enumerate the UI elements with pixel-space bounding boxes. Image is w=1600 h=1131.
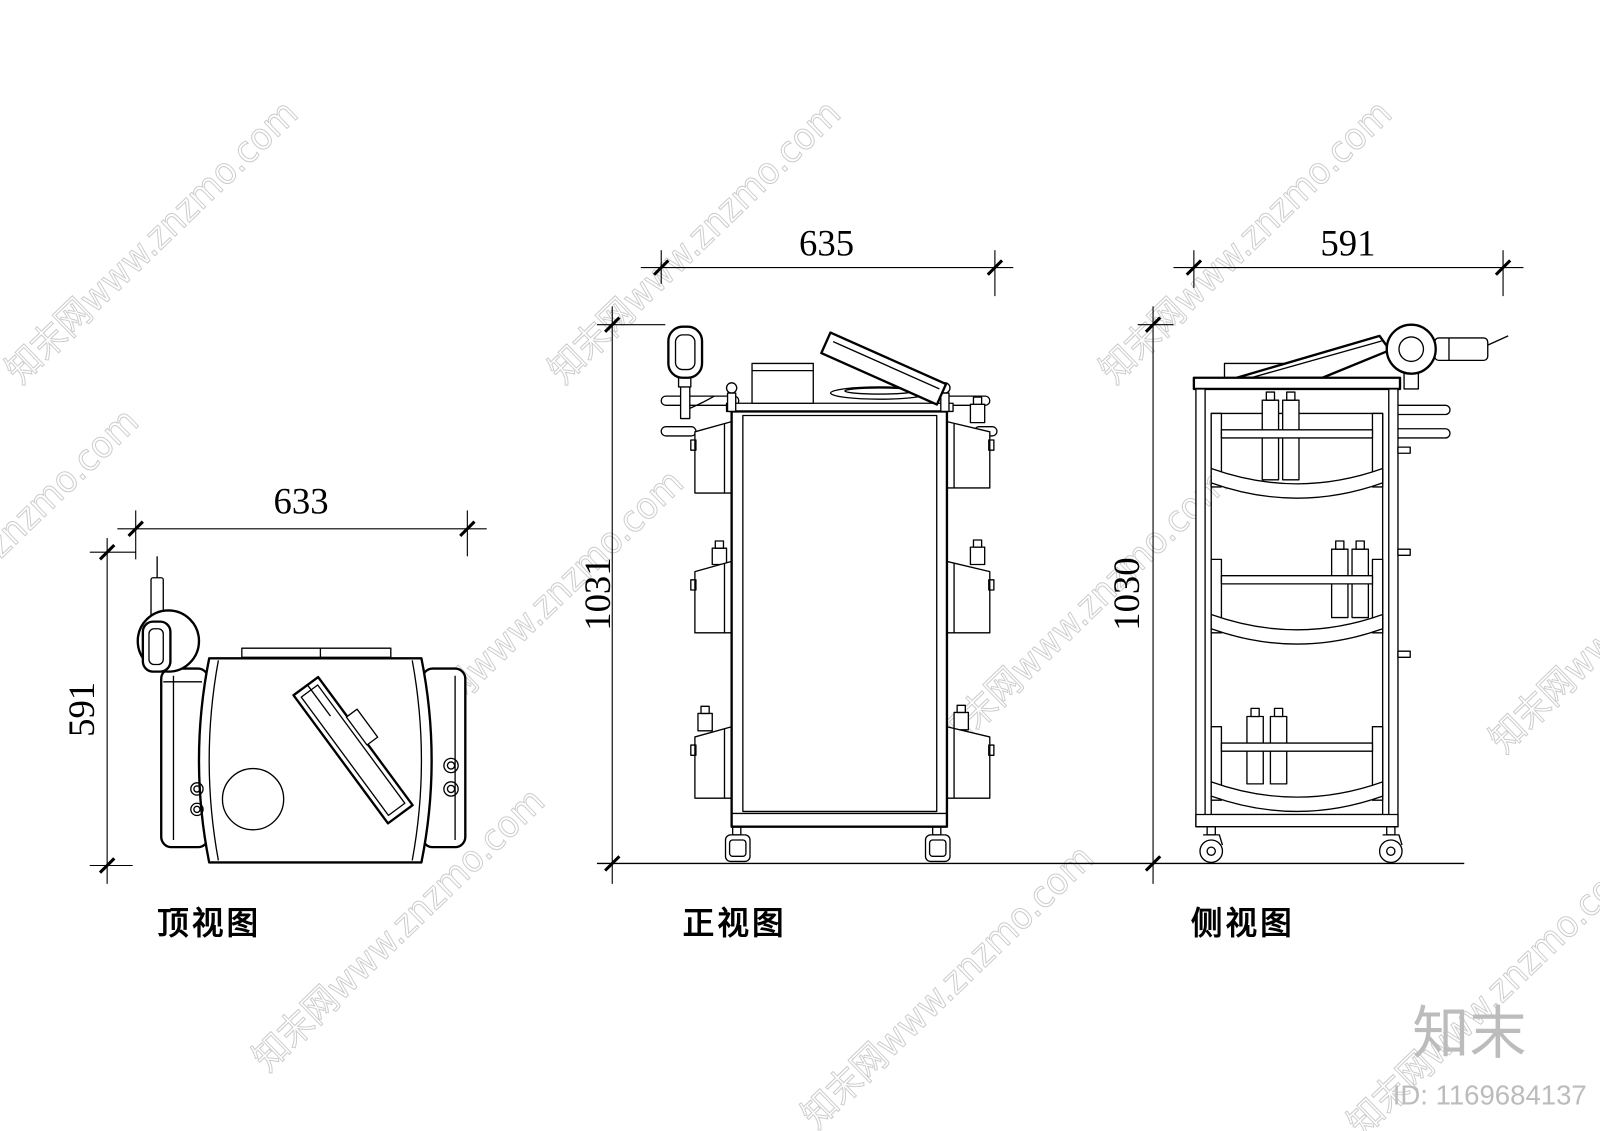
base-plate	[730, 812, 948, 828]
side-basket-upper	[1210, 391, 1384, 499]
caster-left	[1199, 826, 1224, 864]
caster-right	[1378, 826, 1403, 864]
top-view-depth-value: 591	[61, 682, 102, 737]
top-view-title: 顶视图	[157, 906, 261, 942]
top-view-width-value: 633	[273, 480, 328, 521]
handpiece-top	[136, 556, 201, 673]
top-rail	[241, 647, 392, 659]
left-basket-lower	[690, 705, 733, 799]
handpiece-front	[667, 325, 715, 420]
brand-id: ID: 1169684137	[1393, 1079, 1587, 1110]
control-knobs-left	[190, 782, 204, 817]
right-basket-upper	[946, 396, 995, 489]
side-basket-middle	[1210, 540, 1384, 645]
top-plate	[1192, 376, 1402, 391]
control-knobs-right	[443, 757, 459, 797]
front-view-height-dimension: 1031	[577, 306, 666, 884]
top-plate	[725, 402, 954, 413]
left-basket-middle	[690, 540, 733, 634]
top-view-depth-dimension: 591	[61, 537, 136, 884]
trolley-body-outline	[197, 657, 433, 864]
side-view-trolley	[1192, 323, 1509, 864]
side-view-height-value: 1030	[1106, 557, 1147, 630]
tilted-tool-tray	[292, 675, 414, 825]
storage-box	[751, 362, 814, 404]
front-panel	[742, 414, 938, 813]
bottle	[953, 711, 970, 731]
side-view-height-dimension: 1030	[1106, 306, 1174, 884]
side-handle-upper	[1392, 404, 1451, 416]
bottle	[697, 712, 713, 732]
right-post	[1388, 388, 1399, 828]
brand-logo: 知末	[1412, 1001, 1526, 1067]
front-view-trolley	[660, 325, 998, 863]
bottle	[711, 547, 728, 566]
bottle	[1261, 399, 1280, 481]
front-view-height-value: 1031	[577, 557, 618, 630]
right-basket-middle	[946, 539, 995, 634]
wheel-left	[724, 826, 751, 863]
bottle	[969, 403, 986, 424]
left-post	[1195, 388, 1206, 828]
front-view-title: 正视图	[683, 906, 787, 942]
handle-bar-left-lower	[660, 426, 697, 437]
front-view-width-value: 635	[799, 222, 854, 263]
base-rail	[1195, 813, 1399, 828]
wheel-right	[924, 826, 951, 863]
top-view-trolley	[136, 556, 467, 864]
side-view-title: 侧视图	[1191, 906, 1295, 942]
watermark-text: 知末网www.znzmo.com	[0, 400, 147, 700]
bottle	[1281, 399, 1300, 481]
frame-outline	[730, 410, 949, 828]
right-basket-lower	[946, 704, 995, 799]
front-view-width-dimension: 635	[640, 222, 1014, 297]
side-handle-lower	[1392, 428, 1451, 439]
side-view-width-value: 591	[1320, 222, 1375, 263]
tilted-tool-tray-front	[820, 331, 948, 406]
top-view-width-dimension: 633	[117, 480, 487, 560]
side-view-width-dimension: 591	[1173, 222, 1524, 297]
round-dish	[221, 767, 285, 831]
side-top-equipment	[1223, 323, 1509, 390]
side-knobs	[1397, 446, 1411, 658]
watermark-text: 知末网www.znzmo.com	[1481, 461, 1600, 761]
bottle	[969, 546, 986, 566]
watermark-text: 知末网www.znzmo.com	[793, 836, 1102, 1131]
side-basket-lower	[1210, 707, 1384, 813]
watermark-text: 知末网www.znzmo.com	[0, 91, 306, 391]
left-basket-upper	[690, 420, 733, 494]
